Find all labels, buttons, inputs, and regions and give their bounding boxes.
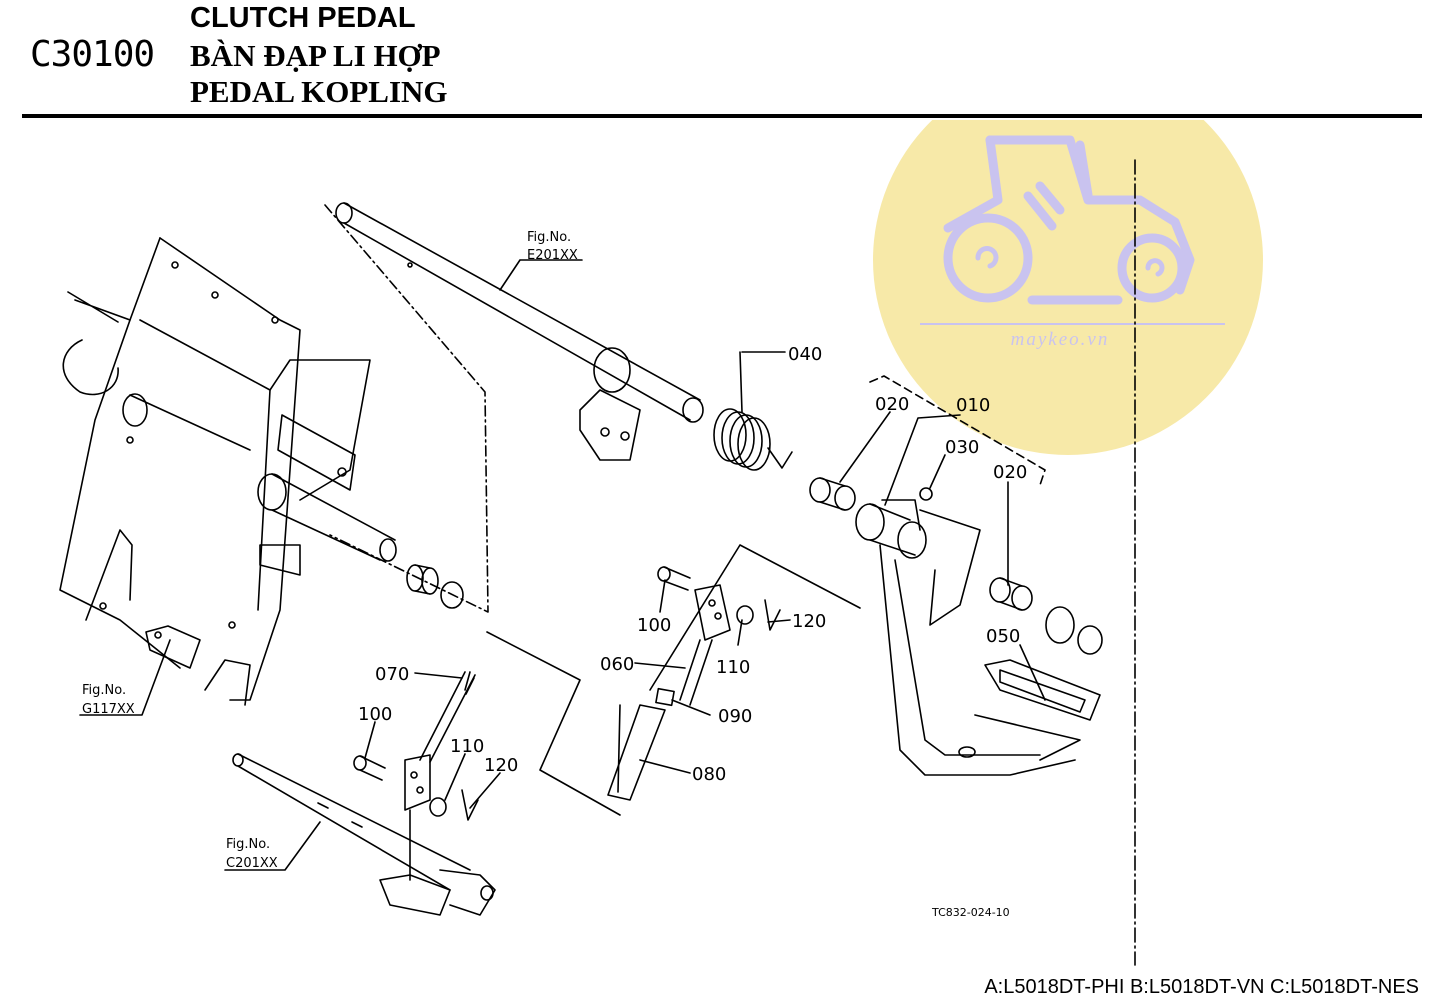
label-020-right: 020 [993,462,1027,483]
label-090: 090 [718,706,752,727]
pedal-assembly-bracket [869,375,1046,486]
shaft-reference-box [324,204,489,613]
clutch-rod [419,671,476,763]
washer [1045,606,1075,644]
figref-e201-label: Fig.No. [527,230,571,245]
label-010: 010 [956,395,990,416]
return-spring [713,351,793,471]
snap-ring-right [1077,625,1103,655]
label-050: 050 [986,626,1020,647]
label-040: 040 [788,344,822,365]
figref-c201-label: Fig.No. [226,837,270,852]
title-indonesian: PEDAL KOPLING [190,74,448,109]
figref-g117-code: G117XX [82,702,135,717]
title-english: CLUTCH PEDAL [190,2,416,34]
model-applicability: A:L5018DT-PHI B:L5018DT-VN C:L5018DT-NES [984,976,1419,998]
figref-e201-code: E201XX [527,248,578,263]
label-100-lower: 100 [358,704,392,725]
washer-upper [736,605,754,625]
tractor-logo-icon [943,135,1195,305]
pedal-frame-bracket [59,237,371,706]
label-080: 080 [692,764,726,785]
leader-lines [79,259,1046,871]
snap-ring [440,581,464,609]
pivot-shaft [122,393,397,562]
label-070: 070 [375,664,409,685]
lock-nut [655,687,675,707]
clevis-yoke-upper [679,584,731,706]
drawing-code: TC832-024-10 [931,906,1010,919]
label-030: 030 [945,437,979,458]
needle-bearing [406,564,439,595]
clevis-pin-upper [657,566,691,591]
label-100-upper: 100 [637,615,671,636]
label-110-upper: 110 [716,657,750,678]
header-rule [22,114,1422,118]
label-110-lower: 110 [450,736,484,757]
title-vietnamese: BÀN ĐẠP LI HỢP [190,38,441,73]
bushing-right [989,577,1033,611]
watermark: maykeo.vn [873,120,1263,455]
parts-diagram: maykeo.vn [59,120,1263,966]
clevis-yoke-lower [404,754,431,811]
label-020-left: 020 [875,394,909,415]
connection-line-lower [486,631,621,816]
label-120-upper: 120 [792,611,826,632]
page-header: C30100 CLUTCH PEDAL BÀN ĐẠP LI HỢP PEDAL… [0,0,1429,120]
cross-shaft [232,753,496,916]
cotter-pin-lower [461,789,479,821]
washer-lower [429,797,447,817]
adjuster-sleeve [607,704,666,801]
connection-line-upper [649,544,861,691]
bushing-left [809,477,856,511]
clutch-pedal-arm [855,499,1081,776]
clevis-pin-lower [353,755,386,781]
cotter-pin-upper [764,599,781,631]
clutch-shaft [335,202,704,461]
grease-nipple [919,487,933,501]
label-120-lower: 120 [484,755,518,776]
figref-c201-code: C201XX [226,856,278,871]
section-code: C30100 [30,34,155,75]
watermark-text: maykeo.vn [1011,329,1110,350]
pedal-pad-rubber [984,659,1101,721]
label-060: 060 [600,654,634,675]
figref-g117-label: Fig.No. [82,683,126,698]
